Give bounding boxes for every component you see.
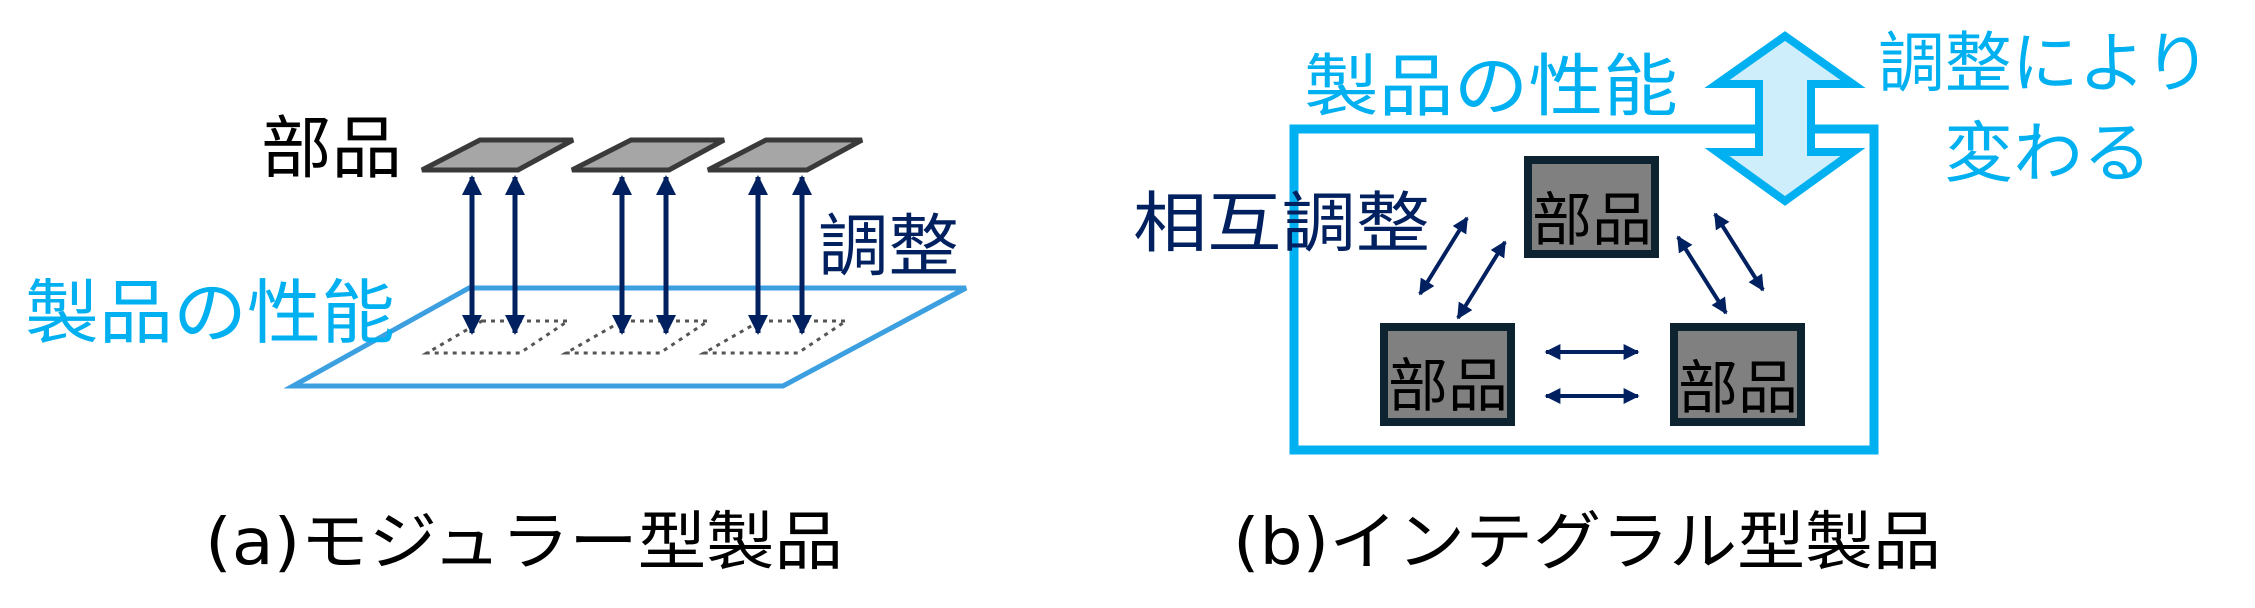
part-plate (570, 137, 726, 173)
dotted-slots (421, 319, 851, 355)
part-label: 部品 (1388, 352, 1508, 420)
part-box-bottom-left: 部品 (1380, 323, 1515, 426)
mutual-adjust-label: 相互調整 (1133, 185, 1430, 262)
dotted-slot (421, 319, 573, 355)
double-arrow-icon (1418, 216, 1469, 296)
modular-caption: (a)モジュラー型製品 (205, 506, 843, 580)
parts-label: 部品 (261, 110, 402, 189)
modular-panel: 部品 調整 製品の性能 (a)モジュラー型製品 (25, 110, 968, 580)
part-label: 部品 (1678, 354, 1798, 422)
integral-caption: (b)インテグラル型製品 (1233, 506, 1941, 580)
mutual-arrows (1418, 212, 1765, 404)
part-label: 部品 (1532, 186, 1652, 254)
dotted-slot (560, 319, 713, 355)
part-box-bottom-right: 部品 (1670, 323, 1805, 426)
adjust-arrows (462, 175, 812, 335)
performance-label: 製品の性能 (25, 272, 395, 354)
part-plate (706, 137, 864, 173)
adjust-label: 調整 (818, 208, 959, 287)
integral-panel: 製品の性能 調整により 変わる 相互調整 部品 部品 部品 (b)インテグラル型… (1133, 25, 2211, 580)
dotted-slot (698, 319, 851, 355)
vertical-double-arrow-icon (1704, 31, 1866, 206)
double-arrow-icon (1713, 212, 1765, 292)
product-performance-box (1289, 124, 1879, 455)
varies-label-line2: 変わる (1944, 115, 2152, 192)
performance-label: 製品の性能 (1304, 48, 1678, 127)
part-box-top: 部品 (1524, 156, 1659, 258)
part-plate (420, 137, 575, 173)
part-plates (420, 137, 864, 173)
varies-label-line1: 調整により (1878, 25, 2211, 102)
double-arrow-icon (1456, 240, 1507, 320)
double-arrow-icon (1676, 235, 1728, 315)
